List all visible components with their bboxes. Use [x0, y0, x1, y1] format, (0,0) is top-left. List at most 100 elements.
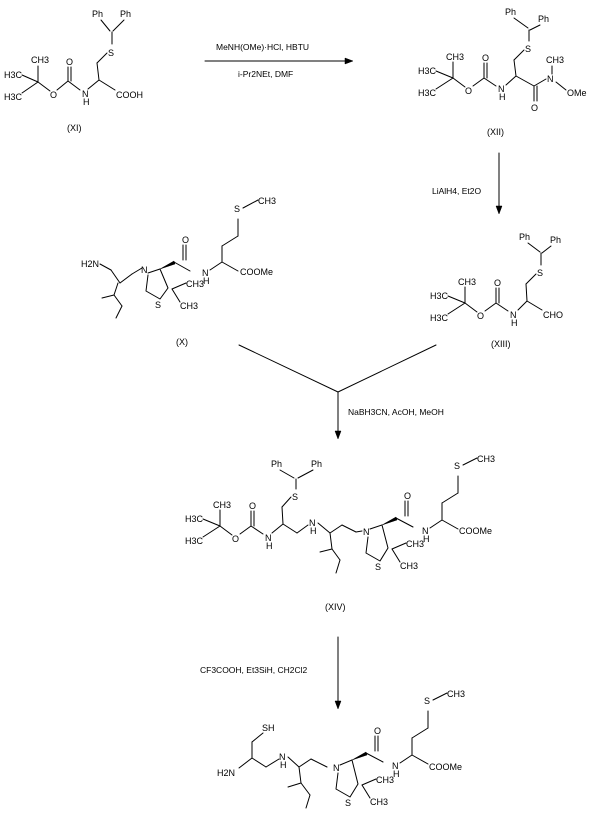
XI-label: (XI) [67, 123, 82, 133]
step3-converging-arrow: NaBH3CN, AcOH, MeOH [238, 344, 444, 440]
compound-XIII: Ph Ph S N H CHO O O CH3 H3C H3C (XIII) [430, 232, 563, 349]
X-thioether-s: S [234, 204, 240, 214]
X-amide-o: O [182, 235, 189, 245]
XIII-cho: CHO [543, 310, 563, 320]
step2-reagents: LiAlH4, Et2O [432, 186, 482, 196]
XIII-ph2: Ph [550, 235, 561, 245]
XII-amide-n: N [498, 84, 505, 94]
XII-sulfur: S [525, 44, 531, 54]
final-ch3-a: CH3 [376, 775, 394, 785]
final-s-methyl: CH3 [447, 689, 465, 699]
final-amide-o: O [374, 726, 381, 736]
XII-carbonyl-o: O [482, 53, 489, 63]
XIII-label: (XIII) [491, 339, 511, 349]
step2-arrow: LiAlH4, Et2O [432, 152, 503, 215]
XIV-ch3-b: CH3 [400, 561, 418, 571]
compound-XIV: Ph Ph S N H O O CH3 H3C H3C N H N [185, 454, 495, 612]
XIV-carbonyl-o: O [249, 501, 256, 511]
XII-ph1: Ph [505, 7, 516, 17]
final-thiol: SH [262, 723, 275, 733]
XIV-s-methyl: CH3 [477, 454, 495, 464]
final-amine-n: N [279, 752, 286, 762]
final-thioether-s: S [424, 696, 430, 706]
XIV-ph1: Ph [271, 459, 282, 469]
final-ring-n: N [333, 763, 340, 773]
XI-ester-o: O [50, 90, 57, 100]
compound-X: H2N N S CH3 CH3 O N H COOMe S CH3 (X) [81, 196, 276, 347]
XI-ph1: Ph [92, 9, 103, 19]
step3-reagents: NaBH3CN, AcOH, MeOH [348, 407, 444, 417]
XI-tbu-ch3-top: CH3 [31, 55, 49, 65]
final-ring-s: S [345, 798, 351, 808]
XIV-tbu-ch3-top: CH3 [213, 500, 231, 510]
step1-reagents-top: MeNH(OMe)·HCl, HBTU [216, 42, 309, 52]
XIII-ester-o: O [477, 311, 484, 321]
XII-tbu-ch3-top: CH3 [446, 52, 464, 62]
compound-final: SH H2N N H N S CH3 CH3 O N H COOMe [217, 689, 465, 809]
final-amide-n: N [392, 761, 399, 771]
XIII-sulfur: S [537, 268, 543, 278]
XI-tbu-h3c-2: H3C [4, 92, 23, 102]
XIV-carbamate-n: N [265, 533, 272, 543]
XIV-ch3-a: CH3 [406, 539, 424, 549]
XIV-ring-n: N [363, 527, 370, 537]
step1-reagents-bottom: i-Pr2NEt, DMF [238, 69, 293, 79]
X-ring-n: N [141, 265, 148, 275]
XIV-ester-o: O [232, 534, 239, 544]
X-amide-h: H [203, 276, 210, 286]
XII-n-methyl: CH3 [546, 55, 564, 65]
XII-ph2: Ph [538, 14, 549, 24]
X-ring-s: S [155, 300, 161, 310]
XIV-tbu-h3c-1: H3C [185, 514, 204, 524]
XIII-tbu-h3c-2: H3C [430, 313, 449, 323]
XIV-ph2: Ph [311, 459, 322, 469]
XIV-ring-s: S [375, 562, 381, 572]
XI-cooh: COOH [116, 90, 143, 100]
XIV-thioether-s: S [454, 461, 460, 471]
XI-carbonyl-o: O [66, 57, 73, 67]
XIII-ph1: Ph [519, 232, 530, 242]
XIV-sulfur-trityl: S [292, 492, 298, 502]
X-ch3-b: CH3 [180, 301, 198, 311]
XI-ph2: Ph [120, 9, 131, 19]
XIV-amine-n: N [309, 518, 316, 528]
XIV-amide-o: O [404, 491, 411, 501]
XIV-tbu-h3c-2: H3C [185, 536, 204, 546]
X-label: (X) [176, 337, 188, 347]
XIV-coome: COOMe [459, 526, 492, 536]
XIV-carbamate-h: H [266, 541, 273, 551]
XII-tbu-h3c-1: H3C [418, 66, 437, 76]
XIV-amide-h: H [423, 534, 430, 544]
XII-tbu-h3c-2: H3C [418, 88, 437, 98]
final-h2n: H2N [217, 768, 235, 778]
XIII-amide-n: N [510, 310, 517, 320]
XII-ome: OMe [567, 88, 587, 98]
XI-amide-n: N [82, 89, 89, 99]
compound-XI: Ph Ph S N H COOH O O CH3 H3C H3C (XI) [4, 9, 143, 133]
XIII-carbonyl-o: O [494, 278, 501, 288]
step1-arrow: MeNH(OMe)·HCl, HBTU i-Pr2NEt, DMF [204, 42, 354, 79]
X-amide-n: N [202, 268, 209, 278]
step4-reagents: CF3COOH, Et3SiH, CH2Cl2 [200, 665, 307, 675]
final-ch3-b: CH3 [370, 797, 388, 807]
XII-amide-h: H [499, 92, 506, 102]
final-amide-h: H [393, 769, 400, 779]
final-coome: COOMe [429, 762, 462, 772]
XII-ester-o: O [465, 86, 472, 96]
step4-arrow: CF3COOH, Et3SiH, CH2Cl2 [200, 636, 342, 710]
XIII-tbu-ch3-top: CH3 [458, 277, 476, 287]
final-amine-h: H [280, 760, 287, 770]
X-coome: COOMe [240, 267, 273, 277]
X-s-methyl: CH3 [258, 196, 276, 206]
XIV-label: (XIV) [325, 602, 346, 612]
XI-amide-h: H [83, 97, 90, 107]
XII-amide-o: O [531, 103, 538, 113]
XII-weinreb-n: N [547, 74, 554, 84]
XII-label: (XII) [487, 127, 504, 137]
XI-sulfur: S [108, 48, 114, 58]
XIV-amine-h: H [310, 526, 317, 536]
XIII-tbu-h3c-1: H3C [430, 291, 449, 301]
XIII-amide-h: H [511, 318, 518, 328]
X-h2n: H2N [81, 259, 99, 269]
